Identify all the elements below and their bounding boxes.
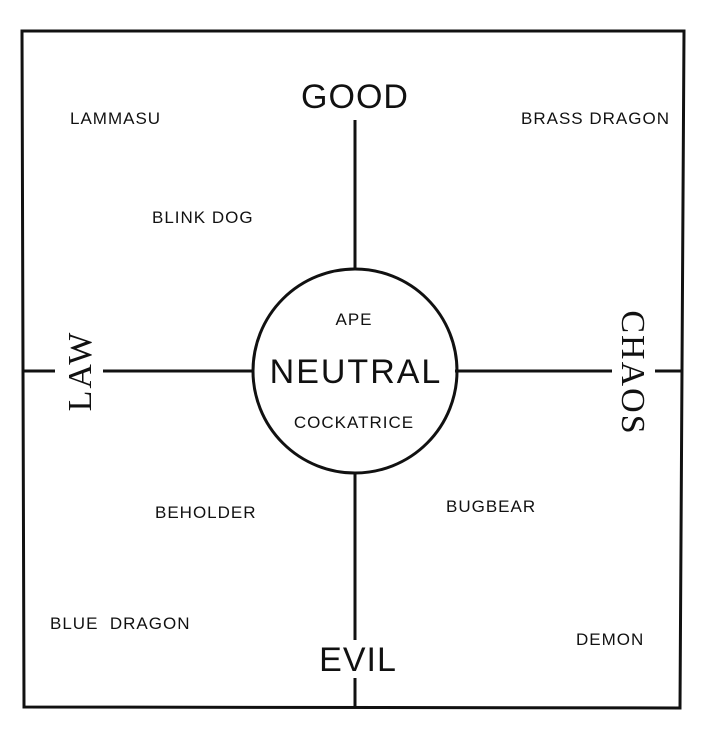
neutral-circle — [251, 267, 459, 475]
neutral-label: NEUTRAL — [270, 353, 443, 391]
creature-demon: DEMON — [576, 630, 644, 649]
creature-blue-dragon: BLUE DRAGON — [50, 614, 190, 633]
chaos-label: CHAOS — [614, 310, 651, 435]
creature-bugbear: BUGBEAR — [446, 497, 536, 516]
creature-ape: APE — [335, 310, 372, 329]
outer-frame — [20, 29, 686, 710]
creature-cockatrice: COCKATRICE — [294, 413, 414, 432]
law-label: LAW — [62, 331, 99, 412]
creature-brass-dragon: BRASS DRAGON — [521, 109, 670, 128]
evil-label: EVIL — [319, 641, 397, 679]
creature-beholder: BEHOLDER — [155, 503, 257, 522]
good-label: GOOD — [301, 78, 409, 116]
creature-lammasu: LAMMASU — [70, 109, 161, 128]
creature-blink-dog: BLINK DOG — [152, 208, 254, 227]
